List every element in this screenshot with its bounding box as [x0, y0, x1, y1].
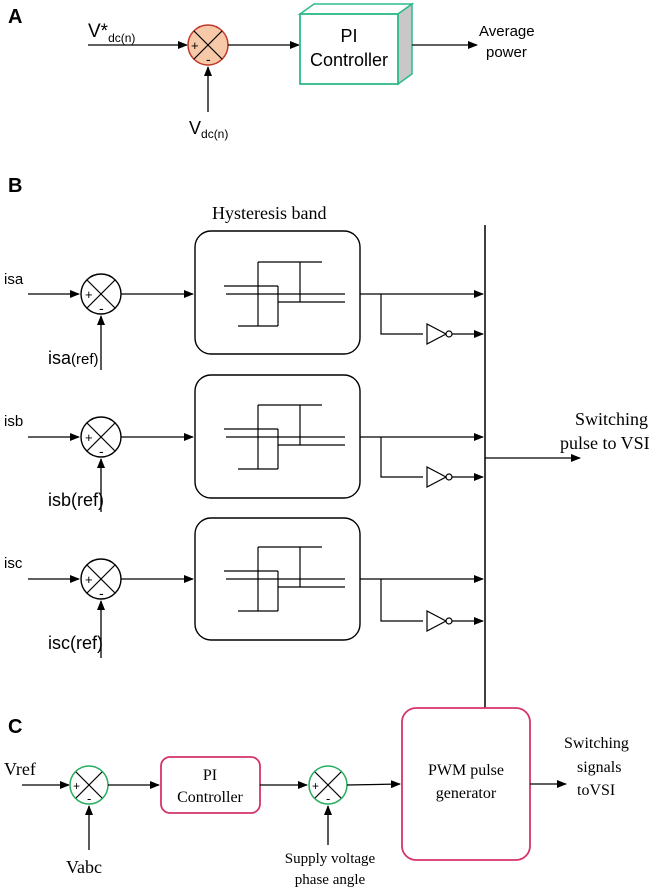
minus-sign-a: - [206, 51, 211, 67]
vref-label: Vref [4, 759, 36, 779]
feedback-voltage-subscript: dc(n) [201, 127, 228, 141]
inverter-a [426, 323, 448, 345]
summing-junction-b3: + - [80, 558, 122, 601]
plus-sign-c1: + [73, 779, 80, 793]
pi-controller-block-a: PI Controller [297, 2, 415, 86]
summing-junction-b1: + - [80, 273, 122, 316]
feedback-voltage-label: Vdc(n) [189, 118, 228, 141]
feedback-voltage-main: V [189, 118, 201, 138]
average-label: Average [479, 23, 535, 40]
hysteresis-row-a: isa + - isa(ref) [4, 230, 484, 370]
plus-sign-c2: + [312, 779, 319, 793]
minus-sign-b2: - [99, 443, 104, 459]
summing-junction-a: + - [187, 24, 229, 67]
vabc-label: Vabc [66, 857, 102, 877]
inverter-c [426, 610, 448, 632]
minus-sign-c1: - [87, 791, 91, 806]
plus-sign-b3: + [85, 572, 93, 587]
signals-label: signals [577, 759, 621, 776]
pi-label-c: PI [203, 767, 217, 784]
summing-junction-c2: + - [308, 765, 348, 806]
reference-voltage-subscript: dc(n) [108, 31, 135, 45]
minus-sign-c2: - [326, 791, 330, 806]
hysteresis-band-title: Hysteresis band [212, 203, 326, 223]
pwm-pulse-label: PWM pulse [428, 762, 504, 779]
to-vsi-label: toVSI [577, 782, 615, 799]
switching-label-b: Switching [575, 409, 648, 429]
hysteresis-symbol-b [224, 404, 345, 470]
panel-c: C Vref + - Vabc PI Controller + - Supply… [4, 707, 629, 888]
reference-voltage-main: V* [88, 21, 109, 42]
panel-c-letter: C [8, 716, 22, 738]
summing-junction-b2: + - [80, 416, 122, 459]
panel-b-letter: B [8, 175, 22, 197]
controller-label-c: Controller [177, 789, 243, 806]
summing-junction-c1: + - [69, 765, 109, 806]
minus-sign-b3: - [99, 585, 104, 601]
phase-angle-label: phase angle [295, 872, 366, 888]
reference-voltage-label: V*dc(n) [88, 21, 135, 45]
power-label: power [486, 44, 527, 61]
minus-sign-b1: - [99, 300, 104, 316]
supply-voltage-label: Supply voltage [285, 851, 376, 867]
input-label-isa: isa [4, 271, 24, 288]
input-label-isc: isc [4, 555, 23, 572]
plus-sign-b2: + [85, 430, 93, 445]
input-label-isb: isb [4, 413, 23, 430]
ref-label-isa: isa(ref) [48, 348, 99, 368]
panel-b: B Hysteresis band Switching pulse to VSI… [4, 175, 650, 720]
inverter-b [426, 466, 448, 488]
pulse-to-vsi-label: pulse to VSI [560, 433, 650, 453]
hysteresis-row-b: isb + - isb(ref) [4, 374, 484, 512]
pwm-pulse-generator-block [401, 707, 531, 861]
panel-a: A V*dc(n) + - Vdc(n) PI Controller Avera… [8, 2, 535, 141]
generator-label: generator [436, 785, 497, 802]
ref-label-isc: isc(ref) [48, 633, 103, 653]
hysteresis-row-c: isc + - isc(ref) [4, 517, 484, 658]
pi-label-a: PI [340, 26, 357, 46]
plus-sign-a: + [191, 38, 199, 53]
hysteresis-symbol-a [224, 261, 345, 327]
hysteresis-symbol-c [224, 546, 345, 612]
plus-sign-b1: + [85, 287, 93, 302]
switching-label-c: Switching [564, 735, 629, 752]
controller-label-a: Controller [310, 50, 388, 70]
panel-a-letter: A [8, 6, 22, 28]
ref-label-isb: isb(ref) [48, 490, 104, 510]
